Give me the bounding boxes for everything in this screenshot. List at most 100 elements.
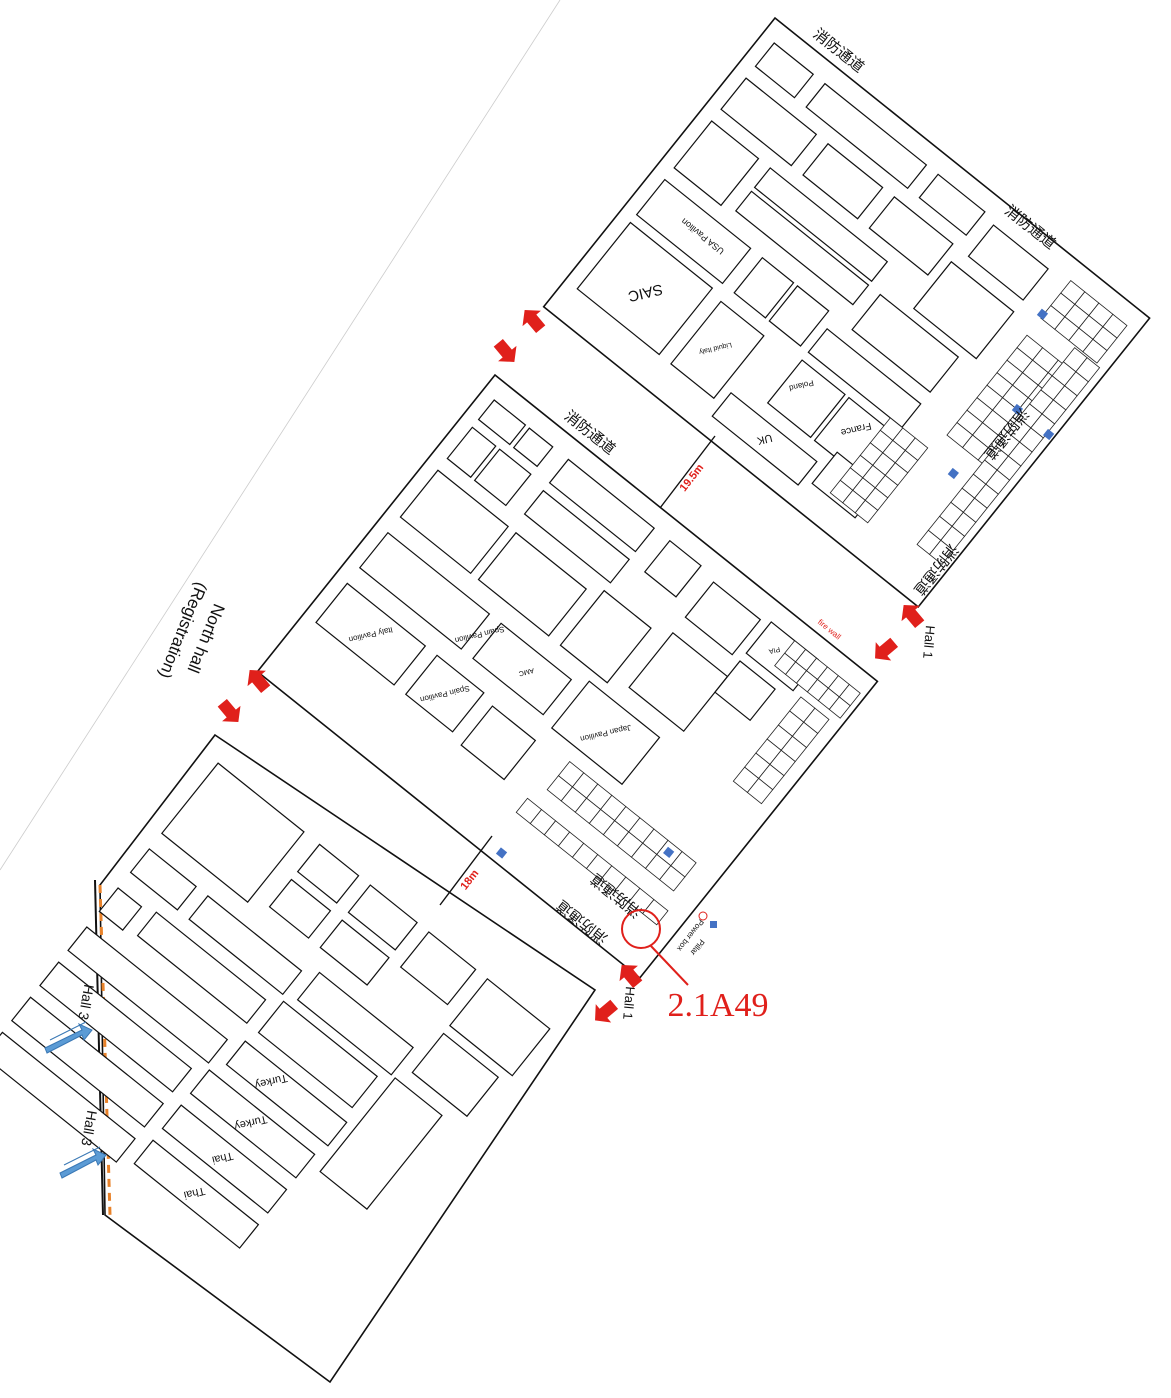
booth[interactable]: [347, 884, 418, 951]
booth[interactable]: [912, 260, 1015, 360]
booth[interactable]: [319, 919, 390, 986]
callout-line: [649, 944, 689, 986]
entrance-arrow-icon[interactable]: [587, 995, 622, 1029]
booth[interactable]: [576, 221, 714, 356]
booth[interactable]: [129, 848, 197, 911]
booth[interactable]: [684, 581, 762, 656]
booth[interactable]: [673, 120, 760, 207]
booth[interactable]: [399, 931, 477, 1006]
booth[interactable]: [720, 77, 818, 167]
booth[interactable]: [319, 1077, 443, 1210]
booth[interactable]: [358, 531, 491, 650]
booth[interactable]: [133, 1139, 260, 1249]
corridor-line: [659, 435, 716, 509]
booth[interactable]: [268, 878, 332, 939]
booth[interactable]: [296, 971, 414, 1076]
pillar-icon: [1011, 403, 1024, 416]
pillar-icon: [947, 467, 959, 480]
booth[interactable]: [559, 589, 652, 684]
booth-callout-label: 2.1A49: [667, 987, 768, 1024]
booth-cell[interactable]: [828, 696, 851, 719]
power-box-icon: [698, 911, 708, 921]
booth[interactable]: [225, 1040, 348, 1147]
booth[interactable]: [189, 1069, 316, 1179]
booth[interactable]: [477, 399, 527, 446]
hall3-entrance-lower[interactable]: [59, 1146, 107, 1179]
booth[interactable]: [734, 190, 870, 306]
booth-cell[interactable]: [928, 539, 954, 565]
booth[interactable]: [550, 680, 661, 786]
entrance-arrow-icon[interactable]: [894, 597, 928, 632]
booth[interactable]: [733, 256, 795, 319]
booth[interactable]: [754, 42, 815, 99]
pavilion-label: AMC: [518, 666, 535, 676]
booth[interactable]: [805, 82, 928, 190]
booth[interactable]: [188, 895, 303, 996]
booth[interactable]: [714, 660, 776, 722]
booth[interactable]: [39, 961, 193, 1093]
corridor-line: [439, 835, 493, 906]
booth[interactable]: [404, 654, 485, 733]
booth[interactable]: [868, 196, 954, 276]
booth[interactable]: [10, 996, 165, 1128]
booth[interactable]: [257, 1000, 379, 1109]
booth[interactable]: [768, 285, 830, 347]
booth[interactable]: [635, 178, 752, 285]
booth[interactable]: [711, 391, 818, 486]
booth[interactable]: [807, 327, 922, 429]
booth-cell[interactable]: [746, 777, 774, 805]
entrance-arrow-icon[interactable]: [867, 633, 902, 667]
booth[interactable]: [411, 1032, 500, 1118]
booth[interactable]: [0, 1031, 136, 1163]
hall3-entrance-upper[interactable]: [44, 1021, 93, 1054]
booth[interactable]: [160, 762, 305, 903]
booth[interactable]: [512, 427, 554, 468]
hall3-label-upper: Hall 3: [75, 983, 97, 1021]
booth[interactable]: [670, 300, 765, 400]
pillar-icon: [495, 847, 508, 859]
booth-cell[interactable]: [659, 865, 686, 892]
booth[interactable]: [472, 622, 573, 716]
booth[interactable]: [473, 448, 532, 507]
booth[interactable]: [643, 539, 702, 598]
site-boundary: [0, 0, 561, 871]
booth[interactable]: [628, 631, 729, 733]
booth-highlight-circle[interactable]: [621, 909, 661, 949]
corridor-width-upper: 19.5m: [678, 462, 707, 494]
pillar-icon: [710, 921, 717, 928]
booth[interactable]: [136, 911, 267, 1025]
double-arrow-icon: [59, 1146, 107, 1179]
pavilion-label: Thai: [183, 1184, 207, 1201]
booth[interactable]: [296, 843, 360, 904]
booth[interactable]: [766, 359, 846, 439]
booth[interactable]: [477, 531, 588, 637]
booth[interactable]: [802, 142, 884, 220]
booth-cell[interactable]: [854, 499, 879, 524]
booth[interactable]: [446, 426, 497, 479]
booth[interactable]: [918, 173, 986, 237]
booth[interactable]: [548, 458, 656, 553]
entrance-arrow-icon[interactable]: [515, 302, 549, 337]
booth[interactable]: [315, 582, 427, 686]
hall1-label-upper: Hall 1: [920, 625, 938, 659]
entrance-arrow-icon[interactable]: [489, 335, 523, 370]
booth-cell[interactable]: [642, 898, 669, 926]
booth[interactable]: [161, 1104, 288, 1214]
booth[interactable]: [851, 293, 960, 393]
booth-cell[interactable]: [1082, 338, 1108, 364]
entrance-arrow-icon[interactable]: [612, 957, 646, 992]
double-arrow-icon: [44, 1021, 93, 1054]
booth[interactable]: [448, 977, 551, 1077]
booth[interactable]: [460, 705, 537, 781]
booth[interactable]: [67, 926, 229, 1064]
booth[interactable]: [399, 469, 510, 575]
booth[interactable]: [98, 887, 143, 931]
entrance-arrow-icon[interactable]: [240, 662, 274, 697]
booth[interactable]: [523, 489, 631, 584]
booth[interactable]: [753, 167, 889, 283]
booth[interactable]: [967, 224, 1049, 301]
entrance-arrow-icon[interactable]: [213, 695, 247, 730]
